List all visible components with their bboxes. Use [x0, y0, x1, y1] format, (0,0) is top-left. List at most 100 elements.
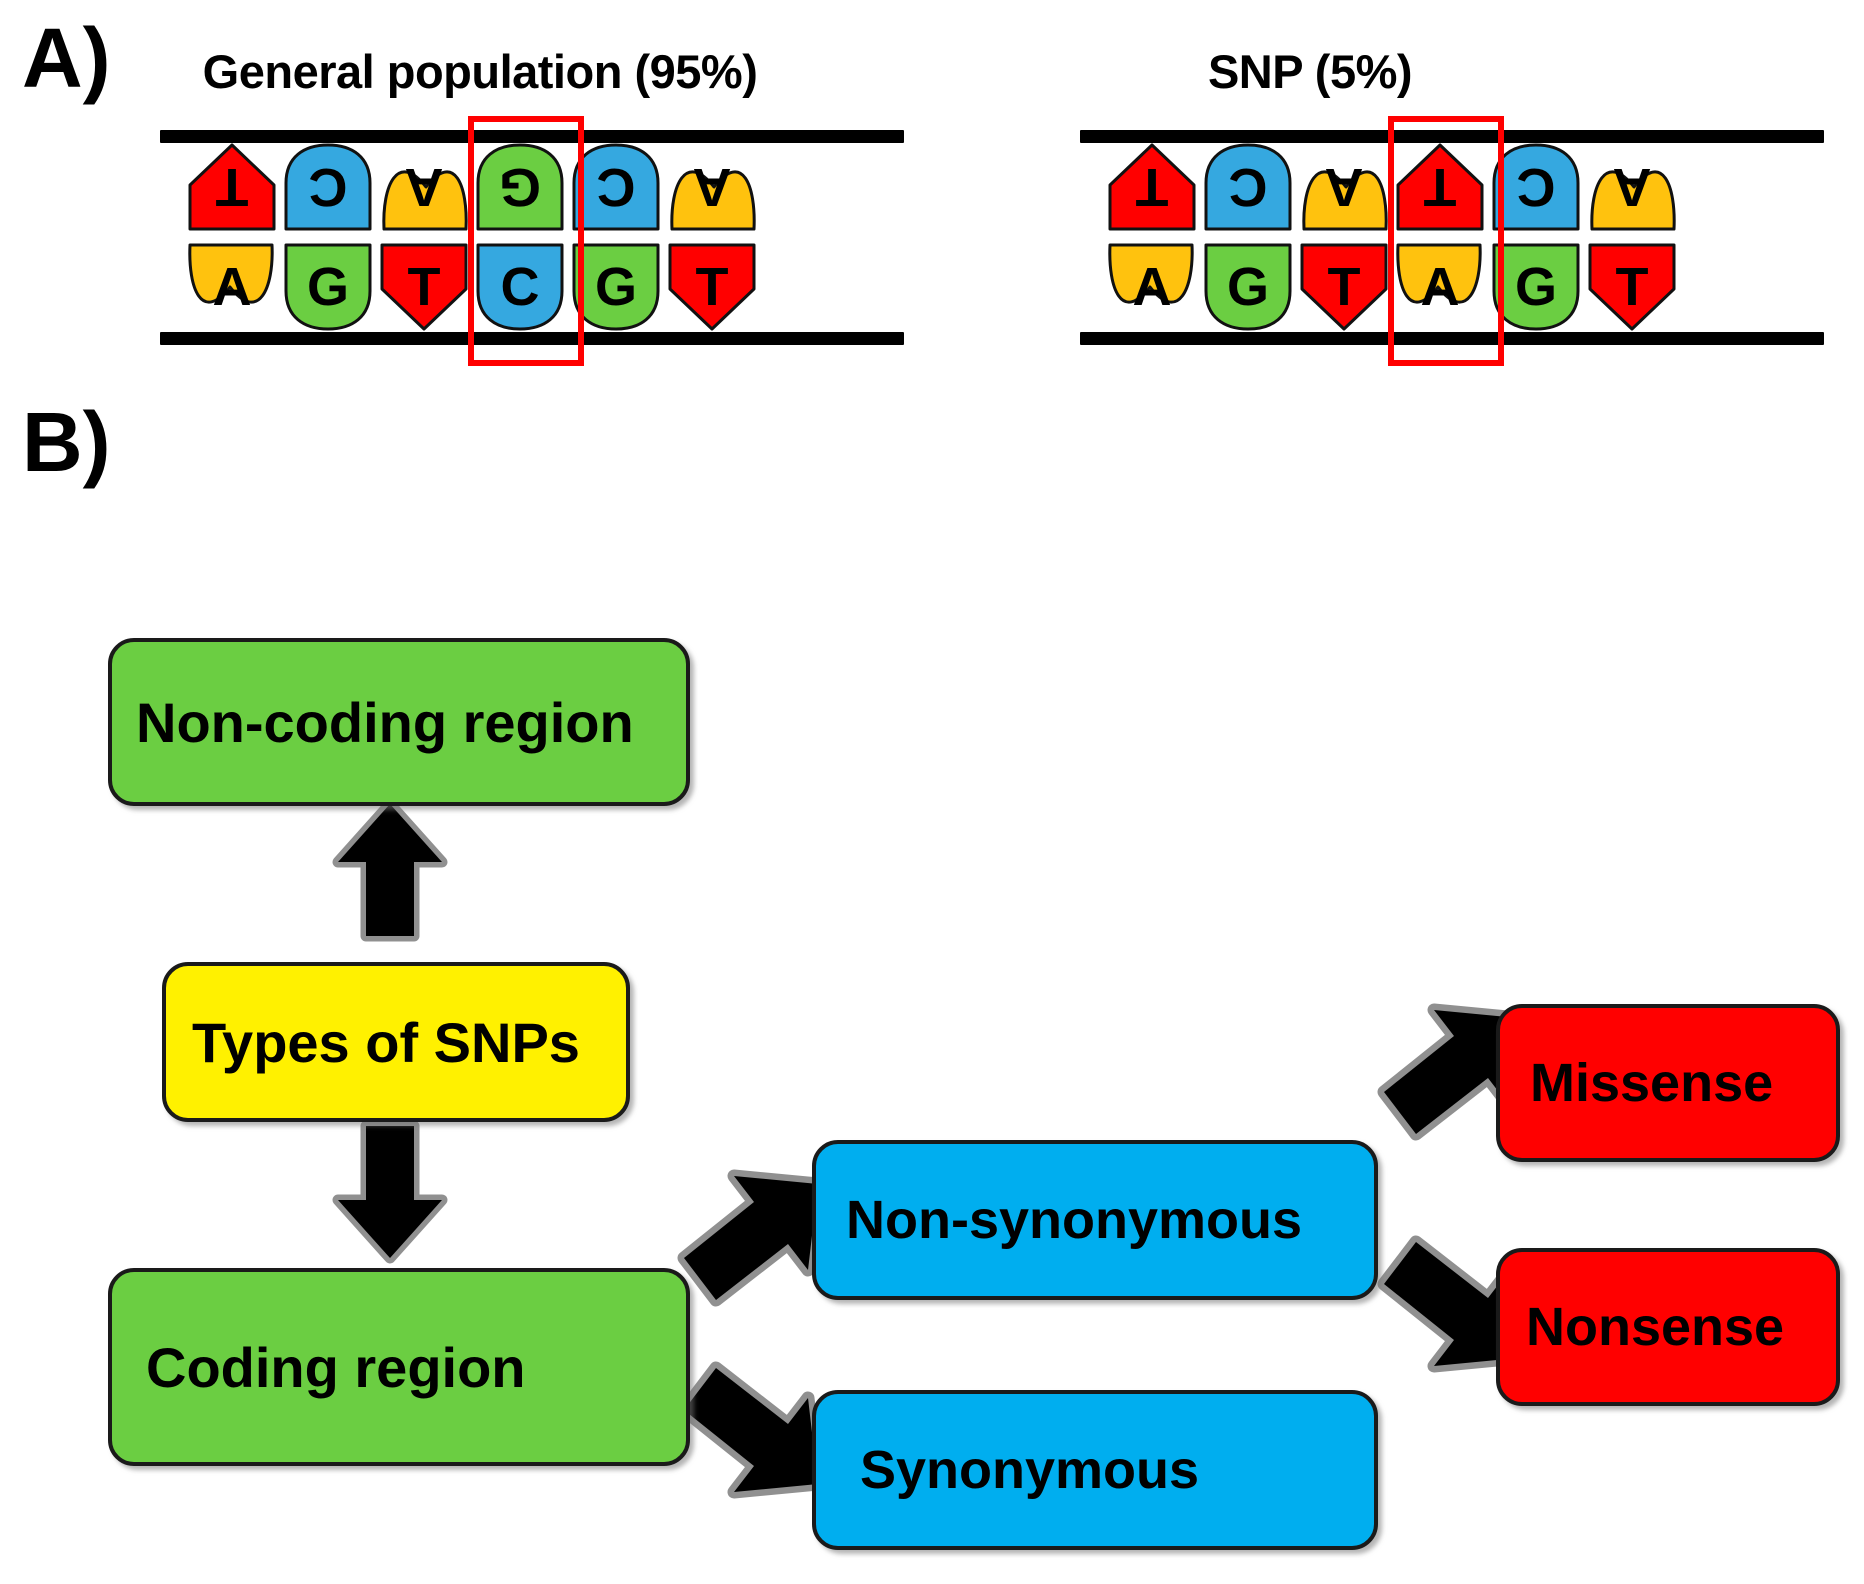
nucleotide-shape-icon	[1396, 143, 1484, 231]
nucleotide-g: G	[1200, 243, 1296, 331]
nucleotide-shape-icon	[1204, 143, 1292, 231]
flow-node-label: Non-coding region	[136, 690, 634, 754]
nucleotide-shape-icon	[1492, 143, 1580, 231]
nucleotide-letter: G	[594, 257, 637, 317]
flow-node-types-of-snps[interactable]: Types of SNPs	[162, 962, 630, 1122]
nucleotide-letter: A	[1420, 257, 1460, 317]
dna-strand-bottom	[160, 332, 904, 345]
arrow-coding-to-synonymous	[672, 1352, 825, 1502]
nucleotide-c: C	[1488, 143, 1584, 231]
nucleotide-shape-icon	[1492, 243, 1580, 331]
arrow-types-to-coding	[330, 1120, 450, 1264]
flow-node-label: Synonymous	[860, 1440, 1200, 1500]
nucleotide-shape-icon	[476, 243, 564, 331]
dna-strand-top	[160, 130, 904, 143]
nucleotide-t: T	[1104, 143, 1200, 231]
nucleotide-letter: T	[1327, 257, 1361, 317]
nucleotide-letter: A	[692, 157, 732, 217]
nucleotide-c: C	[568, 143, 664, 231]
nucleotide-t: T	[184, 143, 280, 231]
nucleotide-a: A	[376, 143, 472, 231]
flow-node-non-synonymous[interactable]: Non-synonymous	[812, 1140, 1378, 1300]
nucleotide-shape-icon	[284, 243, 372, 331]
nucleotide-shape-icon	[1588, 243, 1676, 331]
nucleotide-shape-icon	[572, 243, 660, 331]
nucleotide-t: T	[1296, 243, 1392, 331]
nucleotide-g: G	[280, 243, 376, 331]
nucleotide-shape-icon	[1300, 243, 1388, 331]
nucleotide-shape-icon	[284, 143, 372, 231]
nucleotide-letter: C	[500, 257, 540, 317]
flow-node-label: Missense	[1530, 1053, 1774, 1113]
nucleotide-letter: T	[1615, 257, 1649, 317]
nucleotide-letter: T	[215, 157, 249, 217]
nucleotide-g: G	[472, 143, 568, 231]
nucleotide-letter: C	[308, 157, 348, 217]
flow-node-synonymous[interactable]: Synonymous	[812, 1390, 1378, 1550]
nucleotide-shape-icon	[670, 170, 756, 231]
nucleotide-shape-icon	[188, 143, 276, 231]
snp-highlight-box	[1388, 116, 1504, 366]
nucleotide-t: T	[1392, 143, 1488, 231]
panel-b-letter: B)	[22, 395, 111, 489]
nucleotide-shape-icon	[1302, 170, 1388, 231]
nucleotide-shape-icon	[572, 143, 660, 231]
dna-strand-top	[1080, 130, 1824, 143]
nucleotide-letter: C	[1228, 157, 1268, 217]
flow-node-label: Coding region	[146, 1335, 526, 1399]
nucleotide-letter: A	[1612, 157, 1652, 217]
nucleotide-letter: C	[596, 157, 636, 217]
nucleotide-letter: C	[1516, 157, 1556, 217]
arrow-types-to-non-coding	[330, 798, 450, 942]
nucleotide-g: G	[568, 243, 664, 331]
nucleotide-shape-icon	[1108, 143, 1196, 231]
nucleotide-a: A	[1584, 143, 1680, 231]
nucleotide-letter: T	[695, 257, 729, 317]
nucleotide-shape-icon	[668, 243, 756, 331]
flow-node-non-coding-region[interactable]: Non-coding region	[108, 638, 690, 806]
nucleotide-shape-icon	[382, 170, 468, 231]
flow-node-label: Nonsense	[1526, 1297, 1785, 1357]
panel-a-letter: A)	[22, 11, 111, 105]
nucleotide-shape-icon	[1590, 170, 1676, 231]
nucleotide-letter: A	[1324, 157, 1364, 217]
nucleotide-letter: T	[407, 257, 441, 317]
dna-strand-bottom	[1080, 332, 1824, 345]
flow-node-nonsense[interactable]: Nonsense	[1496, 1248, 1840, 1406]
nucleotide-a: A	[184, 243, 280, 331]
flow-node-missense[interactable]: Missense	[1496, 1004, 1840, 1162]
snp-highlight-box	[468, 116, 584, 366]
flow-node-label: Non-synonymous	[846, 1190, 1303, 1250]
nucleotide-letter: A	[1132, 257, 1172, 317]
nucleotide-letter: A	[404, 157, 444, 217]
nucleotide-shape-icon	[188, 243, 274, 304]
nucleotide-c: C	[1200, 143, 1296, 231]
nucleotide-t: T	[376, 243, 472, 331]
arrow-coding-to-non-synonymous	[672, 1166, 825, 1316]
nucleotide-shape-icon	[476, 143, 564, 231]
nucleotide-t: T	[1584, 243, 1680, 331]
snp-title: SNP (5%)	[1207, 45, 1413, 98]
nucleotide-a: A	[1296, 143, 1392, 231]
nucleotide-a: A	[1104, 243, 1200, 331]
nucleotide-c: C	[472, 243, 568, 331]
nucleotide-a: A	[664, 143, 760, 231]
nucleotide-letter: A	[212, 257, 252, 317]
nucleotide-c: C	[280, 143, 376, 231]
nucleotide-shape-icon	[1108, 243, 1194, 304]
flow-node-coding-region[interactable]: Coding region	[108, 1268, 690, 1466]
nucleotide-t: T	[664, 243, 760, 331]
nucleotide-shape-icon	[1204, 243, 1292, 331]
flow-node-label: Types of SNPs	[192, 1010, 580, 1074]
nucleotide-g: G	[1488, 243, 1584, 331]
nucleotide-shape-icon	[1396, 243, 1482, 304]
nucleotide-shape-icon	[380, 243, 468, 331]
nucleotide-letter: G	[1226, 257, 1269, 317]
general-population-title: General population (95%)	[202, 45, 758, 98]
